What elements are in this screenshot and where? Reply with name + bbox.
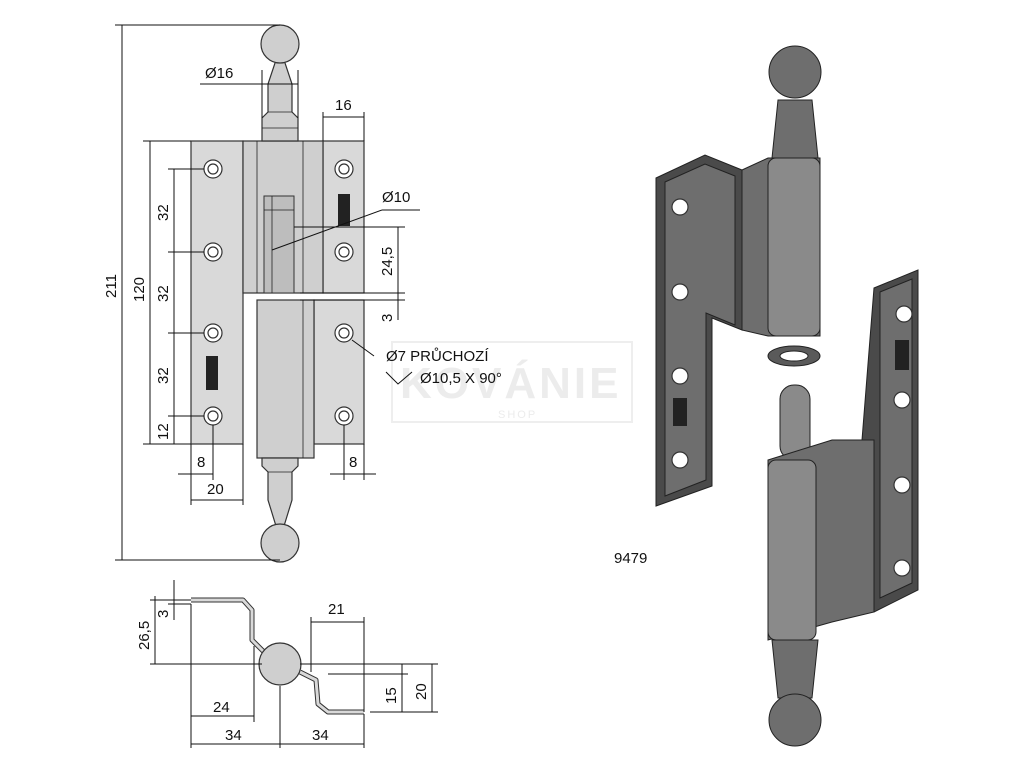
watermark: KOVÁNIE SHOP: [391, 341, 633, 423]
dim-d10: Ø10: [382, 189, 410, 206]
dim-16: 16: [335, 97, 352, 114]
front-view: 211 120 32 32 32 12 8 20: [103, 24, 502, 563]
dim-32-a: 32: [155, 204, 172, 221]
top-ball: [260, 24, 300, 64]
dim-3-front: 3: [379, 314, 396, 322]
iso-bottom-ball: [768, 693, 822, 747]
left-leaf-plate: [190, 140, 244, 445]
iso-upper-knuckle: [767, 157, 821, 337]
top-finial: [261, 59, 299, 142]
iso-top-ball: [768, 45, 822, 99]
iso-top-finial: [771, 99, 819, 159]
side-upper-leaf: [191, 597, 270, 658]
dim-20-side: 20: [413, 683, 430, 700]
maker-stamp-right: [338, 194, 350, 226]
side-dimensions: 26,5 3 21 15 20 24 34 34: [136, 580, 438, 748]
iso-bottom-finial: [771, 639, 819, 699]
dim-32-b: 32: [155, 285, 172, 302]
watermark-text: KOVÁNIE: [400, 358, 621, 408]
bottom-finial: [261, 457, 299, 527]
watermark-sub: SHOP: [498, 409, 537, 421]
dim-24: 24: [213, 699, 230, 716]
side-knuckle: [258, 642, 302, 686]
dim-211: 211: [103, 274, 120, 298]
dim-34-right: 34: [312, 727, 329, 744]
part-number: 9479: [614, 550, 647, 567]
front-dimensions: 211 120 32 32 32 12 8 20: [103, 24, 502, 561]
isometric-view: [655, 45, 919, 747]
side-view: 26,5 3 21 15 20 24 34 34: [136, 580, 438, 748]
dim-24-5: 24,5: [379, 247, 396, 276]
bottom-ball: [260, 523, 300, 563]
dim-8-left: 8: [197, 454, 205, 471]
lower-knuckle: [256, 299, 315, 459]
maker-stamp-left: [206, 356, 218, 390]
iso-stamp-upper: [673, 398, 687, 426]
dim-12: 12: [155, 423, 172, 440]
dim-120: 120: [131, 277, 148, 302]
countersink-callout: Ø10,5 X 90°: [420, 370, 502, 387]
dim-20: 20: [207, 481, 224, 498]
dim-3-side: 3: [155, 610, 172, 618]
dim-34-left: 34: [225, 727, 242, 744]
iso-stamp-lower: [895, 340, 909, 370]
iso-lower-knuckle: [767, 459, 817, 641]
dim-26-5: 26,5: [136, 621, 153, 650]
dim-8-right: 8: [349, 454, 357, 471]
dim-32-c: 32: [155, 367, 172, 384]
dim-d16: Ø16: [205, 65, 233, 82]
pin-section: [263, 195, 295, 294]
dim-21: 21: [328, 601, 345, 618]
hole-callout: Ø7 PRŮCHOZÍ: [386, 347, 489, 365]
dim-15: 15: [383, 687, 400, 704]
